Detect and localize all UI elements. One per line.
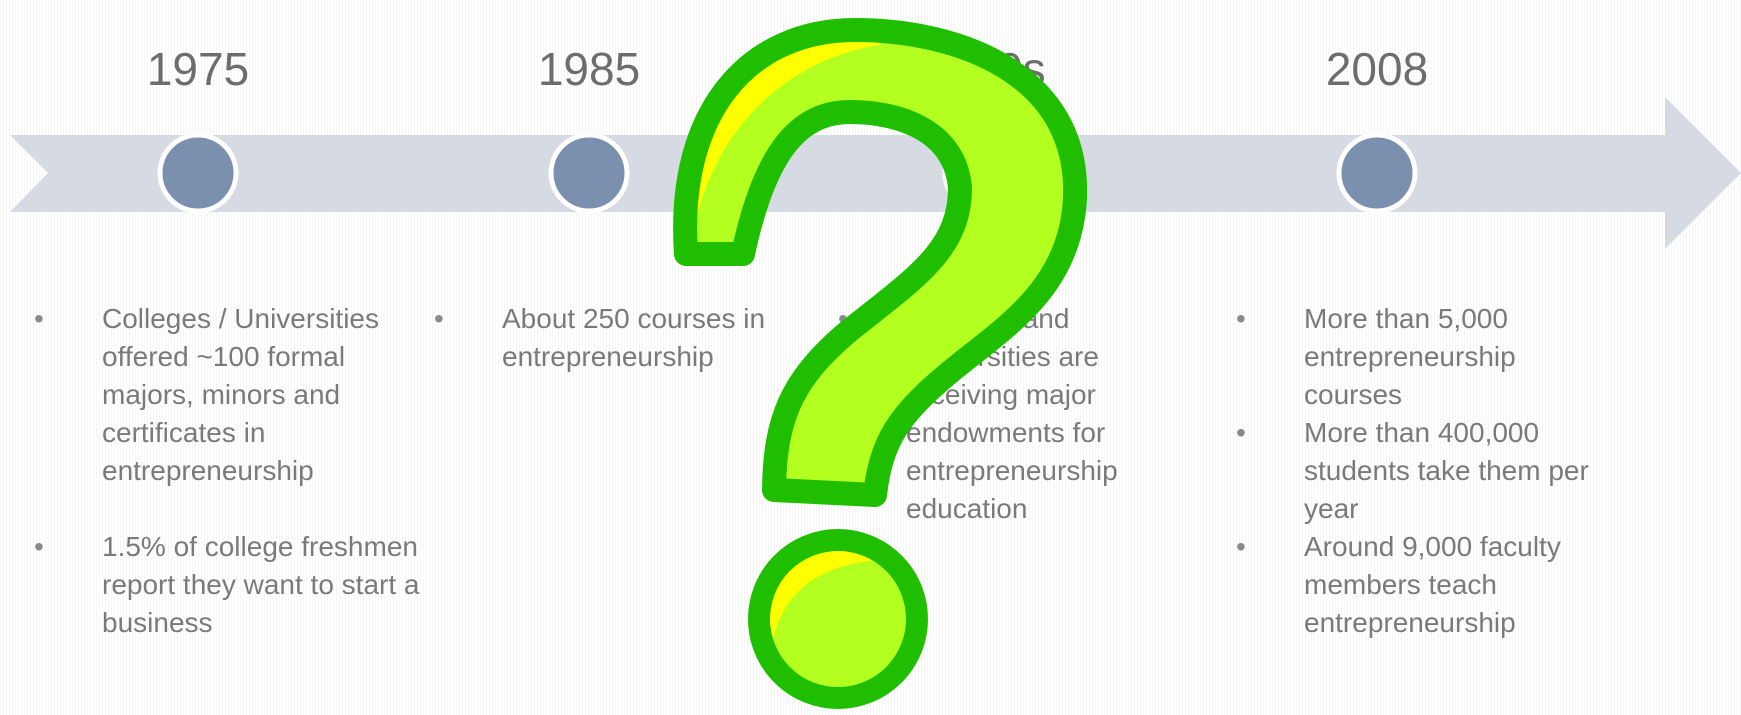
year-label-1975: 1975 [146,43,250,95]
bullet-list-1975: Colleges / Universities offered ~100 for… [34,300,424,642]
year-label-2008: 2008 [1325,43,1429,95]
arrow-shape [10,97,1741,249]
bullet-item: 1.5% of college freshmen report they wan… [34,528,424,642]
bullet-list-1985: About 250 courses in entrepreneurship [434,300,824,376]
bullet-item: More than 5,000 entrepreneurship courses [1236,300,1618,414]
bullet-list-2008: More than 5,000 entrepreneurship courses… [1236,300,1618,642]
bullet-item: About 250 courses in entrepreneurship [434,300,824,376]
bullet-item: Colleges / Universities offered ~100 for… [34,300,424,490]
timeline-node-1975 [157,132,239,214]
bullet-item: Around 9,000 faculty members teach entre… [1236,528,1618,642]
timeline-node-2008 [1336,132,1418,214]
timeline-node-1990s [942,132,1024,214]
timeline-node-1985 [548,132,630,214]
bullet-list-1990s: Colleges and Universities are receiving … [838,300,1156,528]
year-label-1990s: 1990s [920,43,1046,95]
bullet-item: More than 400,000 students take them per… [1236,414,1618,528]
year-label-1985: 1985 [537,43,641,95]
bullet-item: Colleges and Universities are receiving … [838,300,1156,528]
